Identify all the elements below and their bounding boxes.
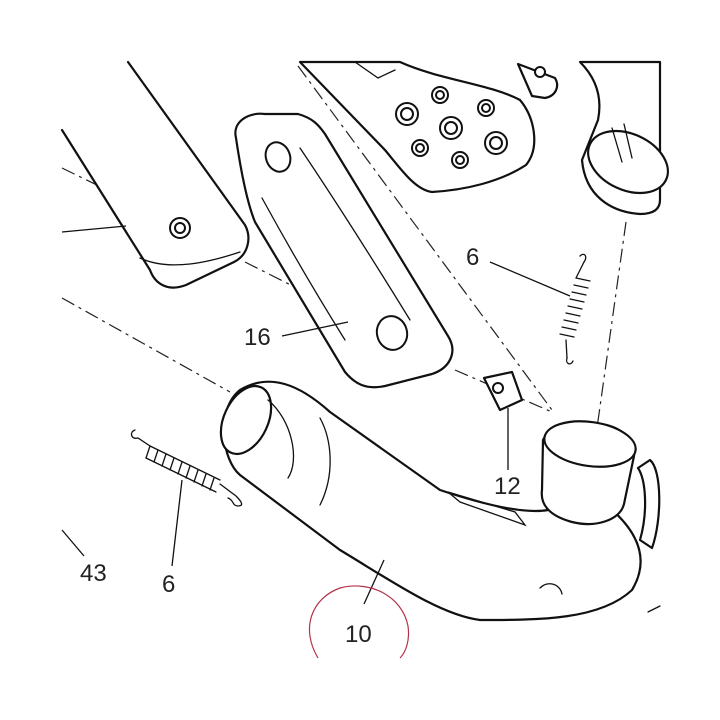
callout-label: 16: [244, 324, 271, 351]
heat-shield-plate: [234, 112, 454, 389]
callout-label: 43: [80, 560, 107, 587]
leader-10: [363, 559, 385, 605]
clip-part: [482, 370, 524, 470]
upper-pipe: [516, 60, 669, 216]
callout-label: 10: [345, 621, 372, 648]
callout-label: 12: [494, 473, 521, 500]
exhaust-pipe: [219, 380, 661, 622]
callout-label: 6: [466, 244, 479, 271]
callout-label: 6: [162, 571, 175, 598]
leader-43: [61, 529, 85, 557]
footrest-plate: [298, 60, 536, 194]
left-bracket: [60, 60, 250, 289]
spring-lower: [130, 429, 243, 567]
leader-16: [281, 321, 349, 337]
callout-highlight-arc: [308, 585, 410, 659]
spring-upper: [489, 253, 591, 365]
